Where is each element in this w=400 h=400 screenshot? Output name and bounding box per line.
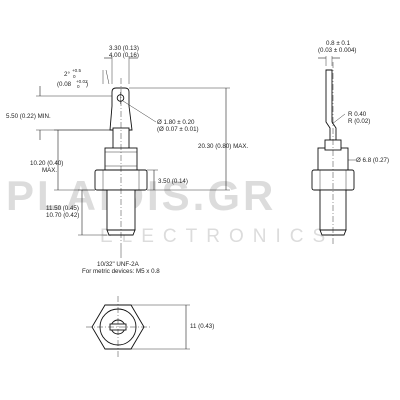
dim-body-1: 10.20 (0.40) (30, 160, 63, 167)
dim-overall: 20.30 (0.80) MAX. (198, 143, 248, 150)
dim-stud-1: 11.50 (0.45) (46, 205, 79, 212)
dim-thread-1: 10/32" UNF-2A (97, 261, 140, 268)
dim-angle-tol-down: 0 (73, 74, 76, 79)
dim-body-dia: Ø 6.8 (0.27) (356, 157, 389, 164)
dim-angle-inch-tol-down: 0 (77, 84, 80, 89)
dim-angle-inch: (0.08 (57, 81, 72, 88)
front-view: 0.8 ± 0.1 (0.03 ± 0.004) R 0.40 R (0.02)… (311, 40, 389, 245)
leader-line (122, 100, 157, 123)
dim-radius-2: R (0.02) (348, 118, 370, 125)
top-view: 11 (0.43) (86, 296, 214, 358)
angle-line (105, 69, 110, 85)
dim-lead-thick-2: (0.03 ± 0.004) (318, 47, 356, 54)
watermark-sub: ELECTRONICS (100, 226, 334, 247)
dim-angle-inch-close: ) (86, 81, 88, 88)
dim-thread-2: For metric devices: M5 x 0.8 (82, 268, 160, 275)
dim-hole-2: (Ø 0.07 ± 0.01) (157, 126, 199, 133)
side-view: 3.30 (0.13) 4.00 (0.16) 2° +0.5 0 (0.08 … (6, 45, 248, 275)
dim-hex-flat: 11 (0.43) (190, 323, 214, 330)
dim-body-2: MAX. (42, 167, 57, 174)
dim-lead-length: 5.50 (0.22) MIN. (6, 113, 51, 120)
dim-angle-tol-up: +0.5 (72, 68, 82, 73)
dim-stud-2: 10.70 (0.42) (46, 212, 79, 219)
thin-lead (325, 69, 337, 141)
dim-lead-width-2: 4.00 (0.16) (109, 52, 139, 59)
dim-lead-width-1: 3.30 (0.13) (109, 45, 139, 52)
dim-angle: 2° (64, 71, 70, 78)
dim-hex: 3.50 (0.14) (158, 178, 188, 185)
leader-line (331, 113, 346, 125)
dim-radius-1: R 0.40 (348, 111, 367, 118)
dim-angle-inch-tol: +0.02 (76, 79, 88, 84)
dim-lead-thick-1: 0.8 ± 0.1 (326, 40, 351, 47)
dim-hole-1: Ø 1.80 ± 0.20 (157, 119, 195, 126)
